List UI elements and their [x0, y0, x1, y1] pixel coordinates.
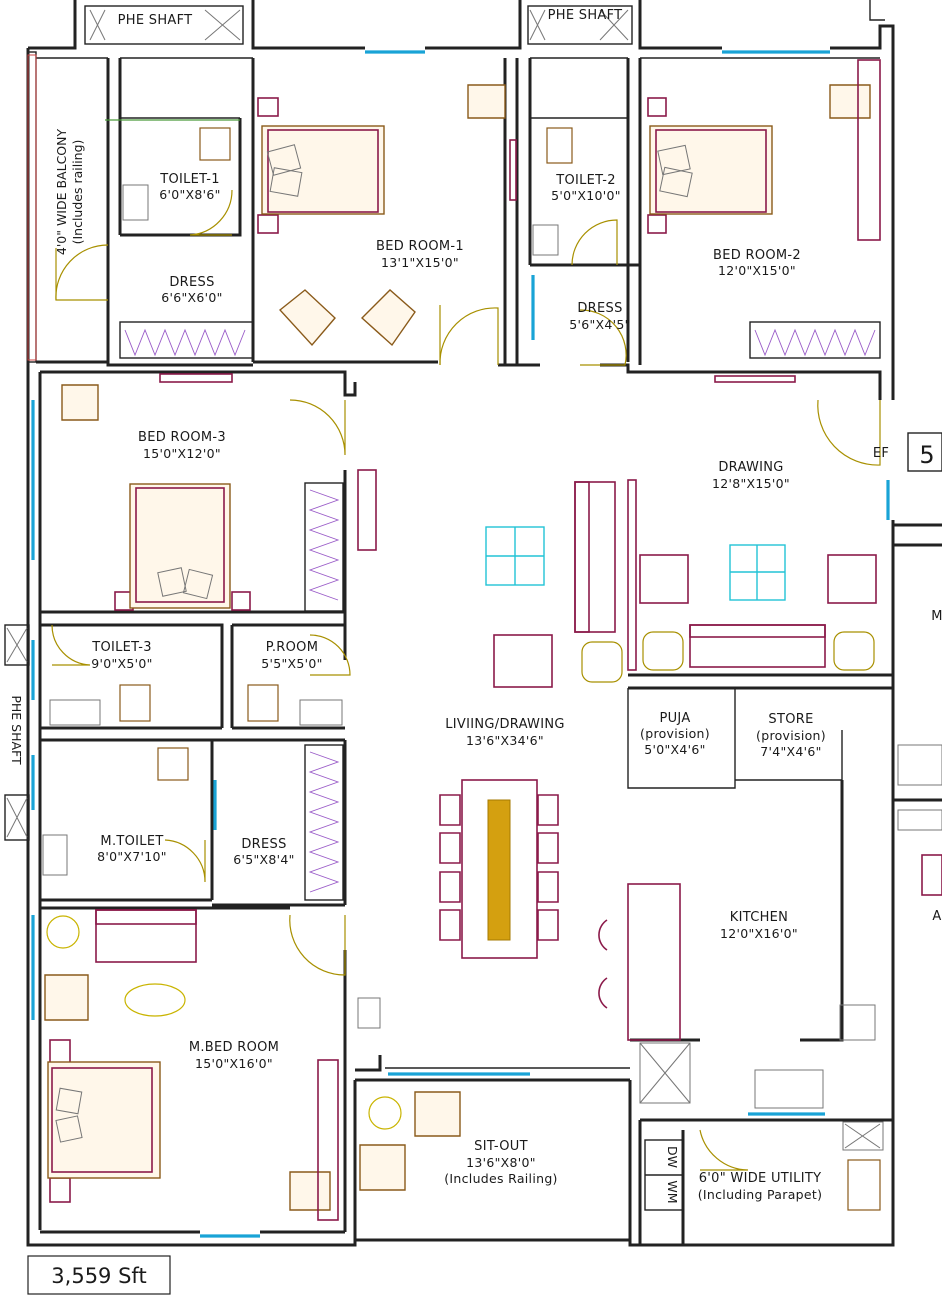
furniture-beds — [47, 97, 773, 1203]
room-p-room-dim: 5'5"X5'0" — [261, 656, 322, 671]
room-bedroom-1: BED ROOM-1 — [376, 239, 464, 254]
room-dress-3-dim: 6'5"X8'4" — [233, 852, 294, 867]
room-store-sub: (provision) — [756, 728, 826, 743]
room-puja-dim: 5'0"X4'6" — [644, 742, 705, 757]
room-utility-sub: (Including Parapet) — [698, 1187, 823, 1202]
neighbor-label-a: A — [932, 909, 941, 924]
tables-decor — [46, 59, 881, 1221]
room-toilet-1: TOILET-1 — [159, 172, 220, 187]
phe-shafts — [4, 0, 885, 841]
room-toilet-3-dim: 9'0"X5'0" — [91, 656, 152, 671]
room-m-bedroom-dim: 15'0"X16'0" — [195, 1056, 273, 1071]
room-sit-out-sub: (Includes Railing) — [444, 1171, 558, 1186]
furniture-seating — [44, 84, 877, 1211]
room-sit-out: SIT-OUT — [474, 1139, 528, 1154]
room-dress-2: DRESS — [577, 301, 622, 316]
room-store: STORE — [768, 712, 813, 727]
room-puja: PUJA — [659, 711, 690, 726]
toilet-fixtures — [42, 119, 942, 1211]
room-kitchen-dim: 12'0"X16'0" — [720, 926, 798, 941]
balcony-sub-label: (Includes railing) — [70, 140, 85, 245]
windows — [27, 50, 890, 1238]
room-toilet-3: TOILET-3 — [91, 640, 152, 655]
room-bedroom-3: BED ROOM-3 — [138, 430, 226, 445]
room-p-room: P.ROOM — [266, 640, 318, 655]
room-toilet-2: TOILET-2 — [555, 173, 616, 188]
room-utility: 6'0" WIDE UTILITY — [699, 1171, 822, 1186]
phe-shaft-label-2: PHE SHAFT — [548, 8, 623, 23]
room-living-drawing-dim: 13'6"X34'6" — [466, 733, 544, 748]
ef-label: EF — [873, 446, 889, 461]
area-label: 3,559 Sft — [51, 1264, 146, 1288]
room-m-bedroom: M.BED ROOM — [189, 1040, 279, 1055]
room-bedroom-2: BED ROOM-2 — [713, 248, 801, 263]
text-labels: PHE SHAFT PHE SHAFT M A PHE SHAFT 4'0" W… — [9, 8, 942, 1204]
room-bedroom-1-dim: 13'1"X15'0" — [381, 255, 459, 270]
room-store-dim: 7'4"X4'6" — [760, 744, 821, 759]
room-drawing-dim: 12'8"X15'0" — [712, 476, 790, 491]
room-bedroom-3-dim: 15'0"X12'0" — [143, 446, 221, 461]
room-toilet-1-dim: 6'0"X8'6" — [159, 187, 220, 202]
room-m-toilet: M.TOILET — [100, 834, 163, 849]
wm-label: WM — [665, 1180, 680, 1203]
balcony-label: 4'0" WIDE BALCONY — [54, 129, 69, 256]
area-box: 3,559 Sft — [27, 1255, 171, 1295]
unit-number: 5 — [919, 441, 934, 469]
doors — [51, 189, 881, 1171]
neighbor-label-m: M — [931, 609, 942, 624]
room-drawing: DRAWING — [718, 460, 783, 475]
internal-walls — [36, 57, 942, 1245]
unit-number-box: 5 — [907, 432, 942, 472]
room-bedroom-2-dim: 12'0"X15'0" — [718, 263, 796, 278]
room-dress-1-dim: 6'6"X6'0" — [161, 290, 222, 305]
room-dress-3: DRESS — [241, 837, 286, 852]
dw-label: DW — [665, 1146, 680, 1168]
room-puja-sub: (provision) — [640, 726, 710, 741]
phe-shaft-label-3: PHE SHAFT — [9, 695, 24, 765]
room-m-toilet-dim: 8'0"X7'10" — [97, 849, 167, 864]
room-dress-2-dim: 5'6"X4'5" — [569, 317, 630, 332]
room-living-drawing: LIVIING/DRAWING — [445, 717, 565, 732]
room-kitchen: KITCHEN — [730, 910, 788, 925]
room-toilet-2-dim: 5'0"X10'0" — [551, 188, 621, 203]
room-sit-out-dim: 13'6"X8'0" — [466, 1155, 536, 1170]
dining-table — [439, 779, 559, 959]
wardrobes — [119, 321, 881, 901]
room-dress-1: DRESS — [169, 275, 214, 290]
phe-shaft-label-1: PHE SHAFT — [118, 13, 193, 28]
